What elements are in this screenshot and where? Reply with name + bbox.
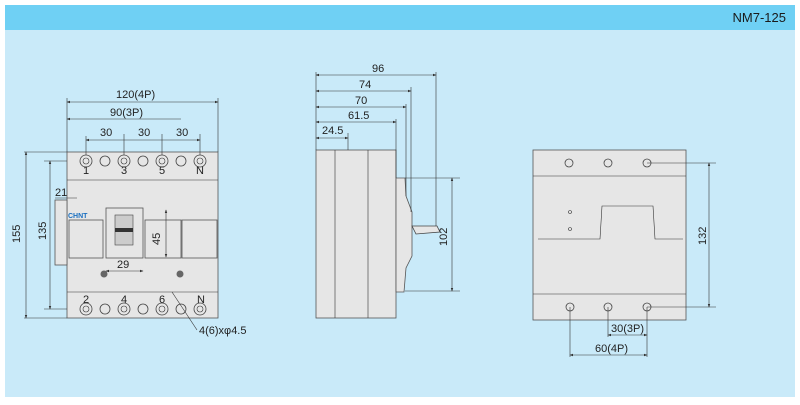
terminal-label-6: 6 xyxy=(159,294,165,306)
dim-width-4p: 120(4P) xyxy=(116,89,155,101)
terminal-label-2: 2 xyxy=(83,294,89,306)
header-bar xyxy=(5,5,795,30)
top-terminals xyxy=(79,154,207,168)
terminal-label-5: 5 xyxy=(159,165,165,177)
dim-height-45: 45 xyxy=(151,233,163,245)
terminal-label-4: 4 xyxy=(121,294,127,306)
dim-depth-70: 70 xyxy=(355,95,367,107)
bottom-terminals xyxy=(79,302,207,316)
bottom-view: 132 30(3P) 60(4P) xyxy=(532,149,716,357)
dim-pitch-3: 30 xyxy=(176,127,188,139)
dim-height-155: 155 xyxy=(11,225,23,243)
side-view: 96 74 70 61.5 24.5 102 xyxy=(315,63,460,319)
dim-pitch-1: 30 xyxy=(100,127,112,139)
dim-height-132: 132 xyxy=(697,227,709,245)
dim-depth-96: 96 xyxy=(372,63,384,75)
dim-depth-61-5: 61.5 xyxy=(348,110,369,122)
dim-pitch-4p: 60(4P) xyxy=(595,343,628,355)
model-label: NM7-125 xyxy=(732,10,786,25)
dim-depth-24-5: 24.5 xyxy=(322,125,343,137)
dim-21: 21 xyxy=(55,187,67,199)
dim-width-29: 29 xyxy=(117,259,129,271)
terminal-label-n-top: N xyxy=(196,165,204,177)
dim-width-3p: 90(3P) xyxy=(110,107,143,119)
dim-depth-74: 74 xyxy=(359,79,371,91)
dim-pitch-2: 30 xyxy=(138,127,150,139)
dim-height-135: 135 xyxy=(37,222,49,240)
brand-logo: CHNT xyxy=(68,213,88,220)
terminal-label-1: 1 xyxy=(83,165,89,177)
terminal-label-n-bottom: N xyxy=(197,294,205,306)
dim-height-102: 102 xyxy=(438,228,450,246)
terminal-label-3: 3 xyxy=(121,165,127,177)
front-view: 1 3 5 N 2 4 6 N CHNT 120(4P) 90(3P) 30 3… xyxy=(11,89,247,337)
dim-mounting-holes: 4(6)xφ4.5 xyxy=(199,325,247,337)
dim-pitch-3p: 30(3P) xyxy=(611,323,644,335)
